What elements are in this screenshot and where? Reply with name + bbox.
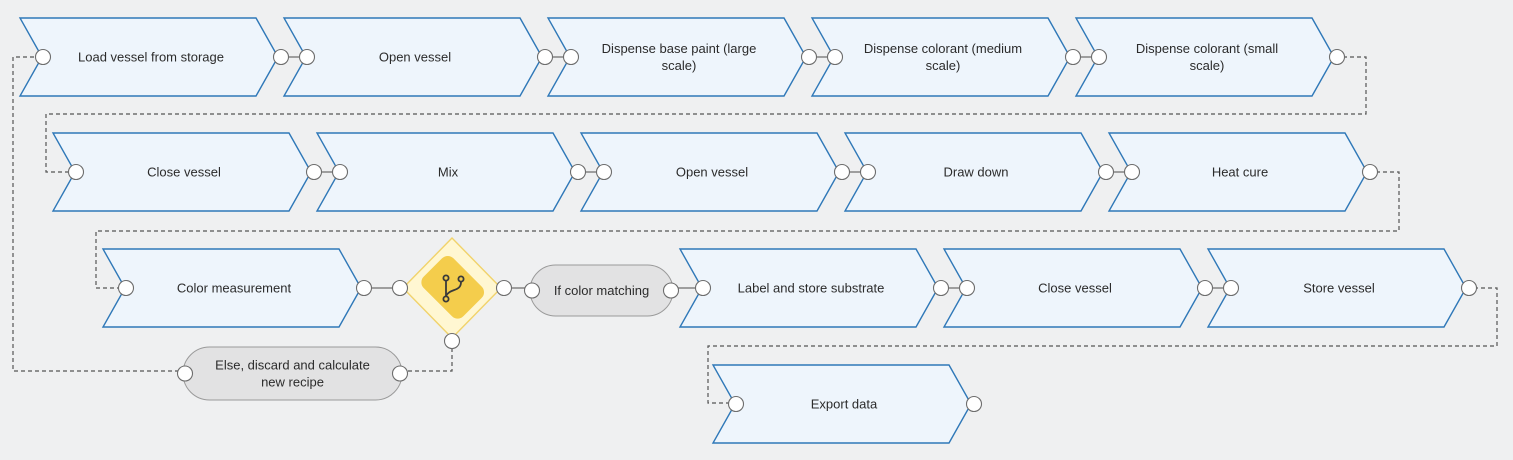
- input-port[interactable]: [595, 163, 613, 181]
- branch-pill: [182, 346, 403, 401]
- input-port[interactable]: [1123, 163, 1141, 181]
- output-port[interactable]: [1064, 48, 1082, 66]
- output-port[interactable]: [536, 48, 554, 66]
- branch-if[interactable]: If color matching: [523, 264, 680, 317]
- output-port[interactable]: [495, 279, 513, 297]
- else-connector: [408, 348, 453, 372]
- input-port[interactable]: [1222, 279, 1240, 297]
- else-port[interactable]: [443, 332, 461, 350]
- step-s8[interactable]: Open vessel: [579, 132, 851, 212]
- input-port[interactable]: [727, 395, 745, 413]
- step-label: Mix: [438, 165, 459, 180]
- step-s14[interactable]: Store vessel: [1206, 248, 1478, 328]
- input-port[interactable]: [523, 282, 541, 299]
- loop-back-connector: [12, 56, 179, 372]
- input-port[interactable]: [176, 365, 194, 382]
- step-label: Close vessel: [1038, 281, 1112, 296]
- step-label: Close vessel: [147, 165, 221, 180]
- output-port[interactable]: [965, 395, 983, 413]
- step-s6[interactable]: Close vessel: [51, 132, 323, 212]
- step-label: Dispense colorant (small: [1136, 41, 1278, 56]
- input-port[interactable]: [117, 279, 135, 297]
- gateway-decision[interactable]: [391, 236, 513, 350]
- step-s12[interactable]: Label and store substrate: [678, 248, 950, 328]
- output-port[interactable]: [355, 279, 373, 297]
- step-s3[interactable]: Dispense base paint (large scale): [546, 17, 818, 97]
- step-label: Dispense base paint (large: [602, 41, 757, 56]
- step-label: scale): [926, 58, 961, 73]
- input-port[interactable]: [298, 48, 316, 66]
- input-port[interactable]: [958, 279, 976, 297]
- step-label: Label and store substrate: [738, 281, 885, 296]
- output-port[interactable]: [662, 282, 680, 299]
- branch-label: If color matching: [554, 283, 649, 298]
- branch-label: new recipe: [261, 375, 324, 390]
- git-branch-icon: [442, 274, 465, 303]
- step-label: Store vessel: [1303, 281, 1375, 296]
- step-label: scale): [662, 58, 697, 73]
- input-port[interactable]: [562, 48, 580, 66]
- output-port[interactable]: [569, 163, 587, 181]
- output-port[interactable]: [800, 48, 818, 66]
- step-s4[interactable]: Dispense colorant (medium scale): [810, 17, 1082, 97]
- branch-label: Else, discard and calculate: [215, 358, 370, 373]
- step-label: Load vessel from storage: [78, 50, 224, 65]
- step-s1[interactable]: Load vessel from storage: [18, 17, 290, 97]
- input-port[interactable]: [391, 279, 409, 297]
- step-s15[interactable]: Export data: [711, 364, 983, 444]
- wrap-connector: [95, 171, 1400, 289]
- step-label: Export data: [811, 397, 878, 412]
- output-port[interactable]: [1361, 163, 1379, 181]
- step-s11[interactable]: Color measurement: [101, 248, 373, 328]
- output-port[interactable]: [1460, 279, 1478, 297]
- step-label: scale): [1190, 58, 1225, 73]
- input-port[interactable]: [826, 48, 844, 66]
- step-shape: [1074, 17, 1335, 97]
- input-port[interactable]: [331, 163, 349, 181]
- step-label: Color measurement: [177, 281, 292, 296]
- step-s9[interactable]: Draw down: [843, 132, 1115, 212]
- input-port[interactable]: [1090, 48, 1108, 66]
- step-label: Draw down: [943, 165, 1008, 180]
- step-label: Heat cure: [1212, 165, 1268, 180]
- step-label: Open vessel: [379, 50, 451, 65]
- output-port[interactable]: [272, 48, 290, 66]
- branch-else[interactable]: Else, discard and calculate new recipe: [176, 346, 409, 401]
- step-s10[interactable]: Heat cure: [1107, 132, 1379, 212]
- step-s13[interactable]: Close vessel: [942, 248, 1214, 328]
- input-port[interactable]: [859, 163, 877, 181]
- input-port[interactable]: [67, 163, 85, 181]
- step-shape: [810, 17, 1071, 97]
- step-label: Dispense colorant (medium: [864, 41, 1022, 56]
- input-port[interactable]: [694, 279, 712, 297]
- output-port[interactable]: [1328, 48, 1346, 66]
- output-port[interactable]: [1097, 163, 1115, 181]
- input-port[interactable]: [34, 48, 52, 66]
- gateway-core: [421, 255, 485, 319]
- step-s5[interactable]: Dispense colorant (small scale): [1074, 17, 1346, 97]
- step-shape: [546, 17, 807, 97]
- output-port[interactable]: [391, 365, 409, 382]
- output-port[interactable]: [833, 163, 851, 181]
- step-label: Open vessel: [676, 165, 748, 180]
- step-s2[interactable]: Open vessel: [282, 17, 554, 97]
- step-s7[interactable]: Mix: [315, 132, 587, 212]
- output-port[interactable]: [932, 279, 950, 297]
- output-port[interactable]: [1196, 279, 1214, 297]
- output-port[interactable]: [305, 163, 323, 181]
